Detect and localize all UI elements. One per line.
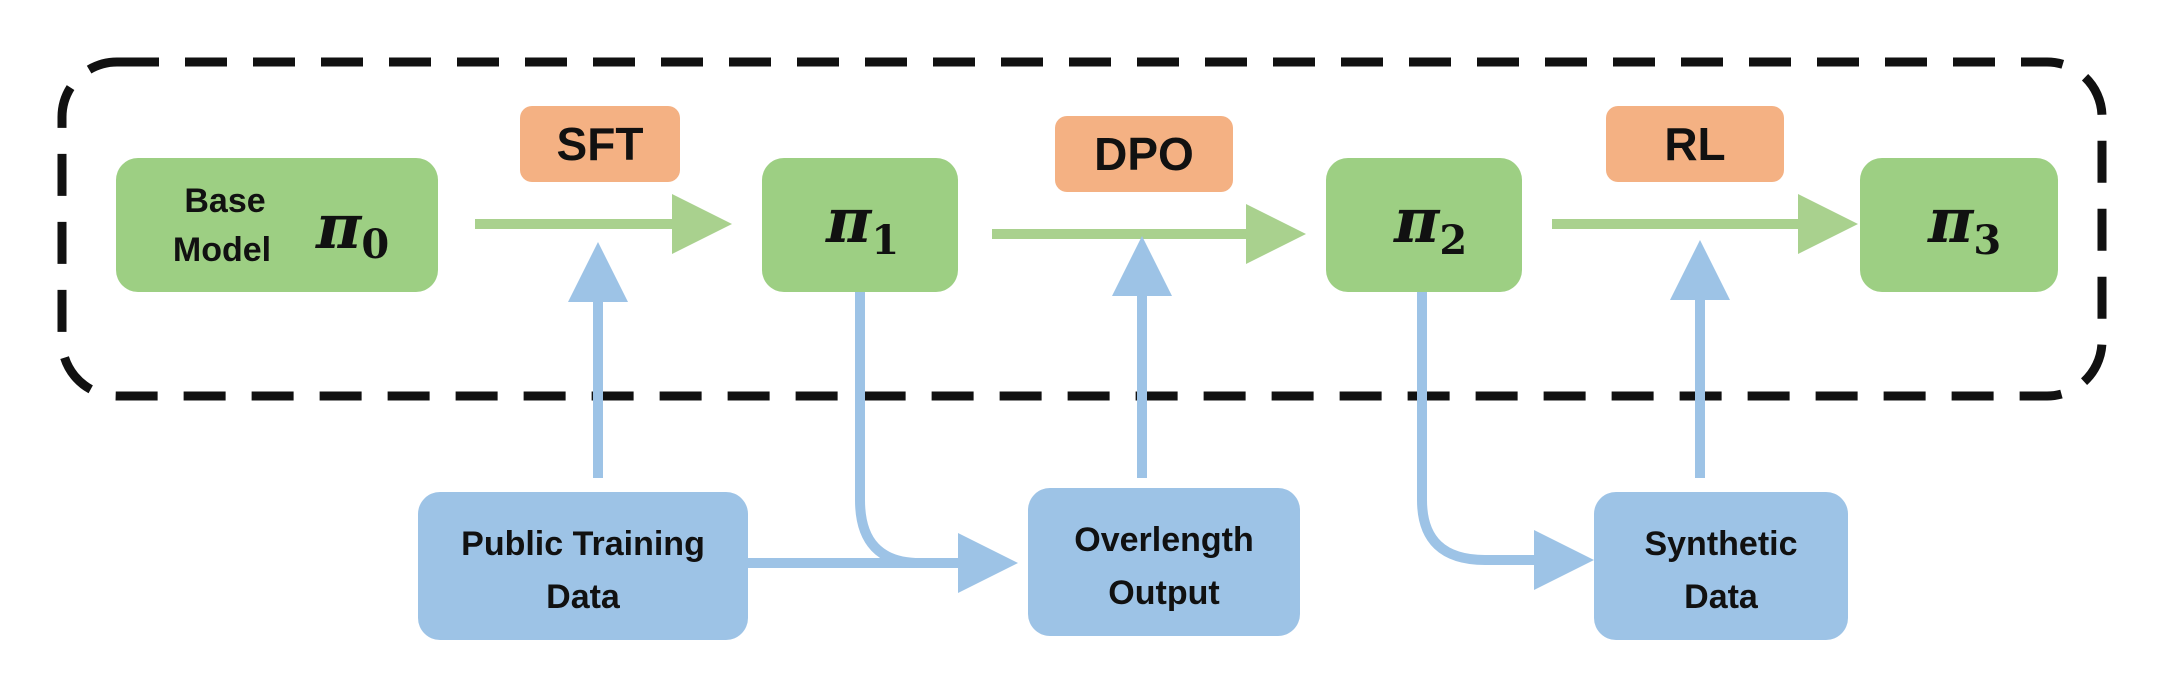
stage-box-sft <box>520 106 680 182</box>
policy-symbol-pi3: π3 <box>1927 184 2001 264</box>
data-box-synthetic <box>1594 492 1848 640</box>
public-training-label-line1: Public Training <box>461 525 705 563</box>
stage-label-sft: SFT <box>557 118 644 170</box>
pi-glyph-2: π <box>1393 184 1441 257</box>
curve-pi2-to-synthetic <box>1417 292 1594 590</box>
data-box-public-training <box>418 492 748 640</box>
pi-subscript-0: 0 <box>361 221 389 268</box>
pi-glyph-0: π <box>315 190 363 263</box>
policy-box-pi3 <box>1860 158 2058 292</box>
policy-box-pi1 <box>762 158 958 292</box>
synthetic-data-label-line2: Data <box>1684 578 1759 616</box>
pi-subscript-1: 1 <box>871 217 899 264</box>
curve-pi1-to-overlength <box>855 292 921 568</box>
pi-subscript-3: 3 <box>1973 217 2001 264</box>
pi-subscript-2: 2 <box>1439 217 1467 264</box>
data-box-overlength-output <box>1028 488 1300 636</box>
pi-glyph-1: π <box>825 184 873 257</box>
policy-symbol-pi1: π1 <box>825 184 899 264</box>
pi-glyph-3: π <box>1927 184 1975 257</box>
policy-symbol-pi0: π0 <box>315 190 389 268</box>
stage-box-dpo <box>1055 116 1233 192</box>
pipeline-dashed-border <box>57 57 2107 401</box>
base-model-label-line1: Base <box>184 182 265 220</box>
overlength-output-label-line2: Output <box>1108 574 1219 612</box>
policy-symbol-pi2: π2 <box>1393 184 1467 264</box>
overlength-output-label-line1: Overlength <box>1074 521 1253 559</box>
policy-box-pi0 <box>116 158 438 292</box>
stage-box-rl <box>1606 106 1784 182</box>
base-model-label-line2: Model <box>173 231 271 269</box>
stage-label-dpo: DPO <box>1094 128 1194 180</box>
public-training-label-line2: Data <box>546 578 621 616</box>
stage-label-rl: RL <box>1664 118 1725 170</box>
policy-box-pi2 <box>1326 158 1522 292</box>
synthetic-data-label-line1: Synthetic <box>1644 525 1797 563</box>
